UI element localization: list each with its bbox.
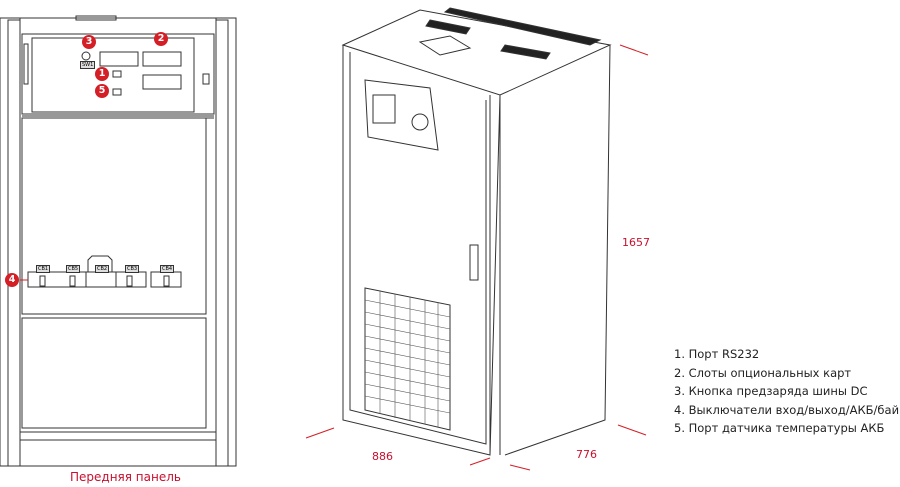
marker-1: 1	[95, 67, 109, 81]
marker-2: 2	[154, 32, 168, 46]
legend-item: 4. Выключатели вход/выход/АКБ/байпас	[674, 402, 900, 417]
front-panel-caption: Передняя панель	[70, 470, 181, 484]
marker-5: 5	[95, 84, 109, 98]
marker-4: 4	[5, 273, 19, 287]
breaker-label: CB3	[125, 265, 140, 273]
cabinet-drawing	[305, 7, 649, 471]
breaker-label: CB1	[36, 265, 51, 273]
legend-item: 3. Кнопка предзаряда шины DC	[674, 384, 868, 398]
legend-item: 5. Порт датчика температуры АКБ	[674, 421, 885, 435]
breaker-label: CB4	[160, 265, 175, 273]
switch-label: SW1	[80, 61, 96, 69]
legend-item: 2. Слоты опциональных карт	[674, 365, 852, 380]
marker-3: 3	[82, 35, 96, 49]
breaker-label: CB2	[95, 265, 110, 273]
width-dimension: 886	[372, 450, 393, 463]
depth-dimension: 776	[576, 448, 597, 461]
legend: 1. Порт RS232 2. Слоты опциональных карт…	[674, 345, 900, 438]
front-panel-drawing	[0, 15, 237, 467]
height-dimension: 1657	[622, 236, 650, 249]
breaker-label: CB5	[66, 265, 81, 273]
legend-item: 1. Порт RS232	[674, 347, 760, 361]
